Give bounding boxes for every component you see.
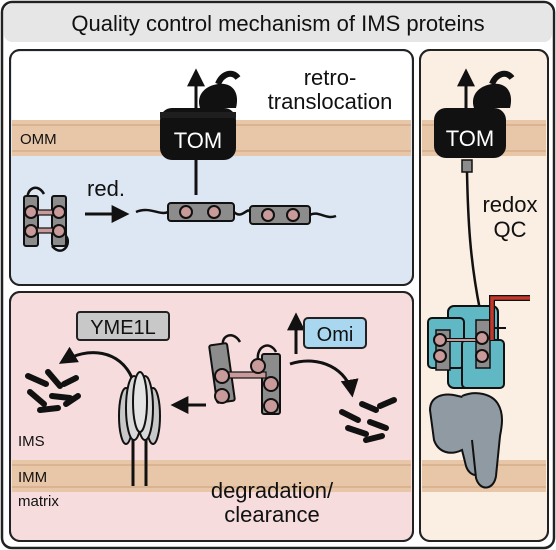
degradation-label-line1: degradation/ <box>211 478 334 503</box>
omi-label: Omi <box>317 324 354 346</box>
reduction-label: red. <box>87 176 125 201</box>
yme1l-box: YME1L <box>76 311 170 341</box>
folded-ims-protein-top <box>23 186 69 252</box>
tom-label-right: TOM <box>446 126 494 151</box>
yme1l-degradation-arrow <box>58 346 134 379</box>
bottom-panel: IMS IMM matrix degradation/ clearance YM… <box>9 291 414 542</box>
mia40-oxidoreductase <box>427 305 506 389</box>
tom-label-top: TOM <box>174 128 222 153</box>
degradation-label-line2: clearance <box>224 502 319 527</box>
right-panel: TOM redox QC <box>419 49 549 542</box>
retro-label-line2: translocation <box>268 89 393 114</box>
redox-label-line2: QC <box>494 217 527 242</box>
misfolded-ims-protein <box>208 334 281 415</box>
figure-title: Quality control mechanism of IMS protein… <box>71 11 484 36</box>
erv1-protein <box>428 392 503 489</box>
omi-box: Omi <box>303 317 367 349</box>
title-bar <box>4 4 552 42</box>
ims-label: IMS <box>18 433 45 450</box>
imm-label: IMM <box>18 469 47 486</box>
yme1l-label: YME1L <box>90 317 156 339</box>
matrix-label: matrix <box>18 493 59 510</box>
top-panel: OMM retro- translocation TOM red. <box>9 49 414 286</box>
retro-label-line1: retro- <box>304 65 357 90</box>
omi-degradation-arrow <box>289 359 359 398</box>
peptide-fragments-left <box>25 369 81 413</box>
omm-label: OMM <box>20 131 57 148</box>
unfolded-protein-chain <box>135 202 337 225</box>
yme1l-protease <box>118 371 161 486</box>
tom-complex-right: TOM <box>434 68 515 158</box>
redox-label-line1: redox <box>482 192 537 217</box>
tom-complex-top: TOM <box>160 68 241 195</box>
peptide-fragments-right <box>339 397 397 443</box>
